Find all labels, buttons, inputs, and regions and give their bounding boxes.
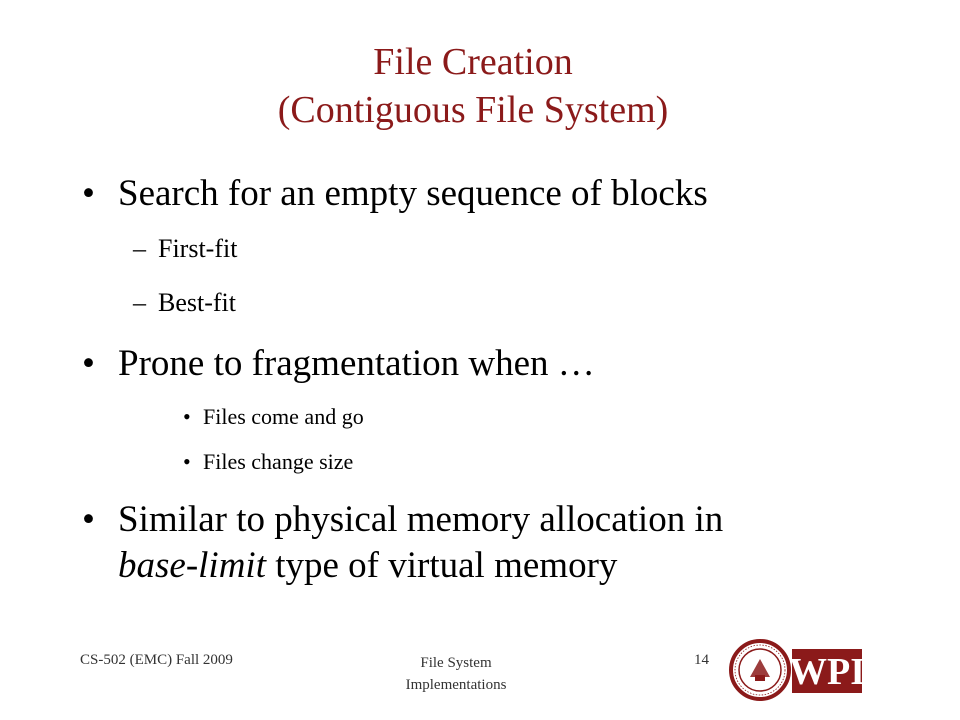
- bullet-text-rest: type of virtual memory: [265, 545, 618, 586]
- bullet-text-line-2: base-limit type of virtual memory: [118, 544, 617, 588]
- dash-marker: –: [133, 288, 146, 317]
- bullet-text-line-1: Similar to physical memory allocation in: [118, 499, 724, 540]
- bullet-marker: •: [82, 343, 95, 384]
- bullet-text: Prone to fragmentation when …: [118, 343, 595, 384]
- wpi-wordmark: WPI: [789, 651, 863, 693]
- bullet-marker: •: [82, 173, 95, 214]
- slide-title: File Creation (Contiguous File System): [0, 38, 946, 134]
- sub-bullet-text: Best-fit: [158, 288, 236, 317]
- footer-topic-line-1: File System: [420, 655, 492, 671]
- footer-topic: File System Implementations: [376, 652, 536, 696]
- title-line-1: File Creation: [373, 41, 573, 83]
- bullet-marker: •: [82, 499, 95, 540]
- wpi-seal-icon: [729, 639, 791, 701]
- dash-marker: –: [133, 234, 146, 263]
- subsub-bullet-text: Files change size: [203, 449, 354, 474]
- sub-bullet-text: First-fit: [158, 234, 238, 263]
- italic-base-limit: base-limit: [118, 545, 266, 586]
- subsub-bullet-text: Files come and go: [203, 404, 364, 429]
- footer-topic-line-2: Implementations: [405, 677, 507, 693]
- wpi-wordmark-background: [792, 649, 862, 693]
- bullet-marker: •: [183, 404, 191, 429]
- bullet-text: Search for an empty sequence of blocks: [118, 173, 708, 214]
- title-line-2: (Contiguous File System): [277, 89, 669, 131]
- page-number: 14: [694, 652, 709, 668]
- wpi-logo: WPI: [729, 639, 863, 701]
- bullet-marker: •: [183, 449, 191, 474]
- footer-course: CS-502 (EMC) Fall 2009: [80, 652, 233, 668]
